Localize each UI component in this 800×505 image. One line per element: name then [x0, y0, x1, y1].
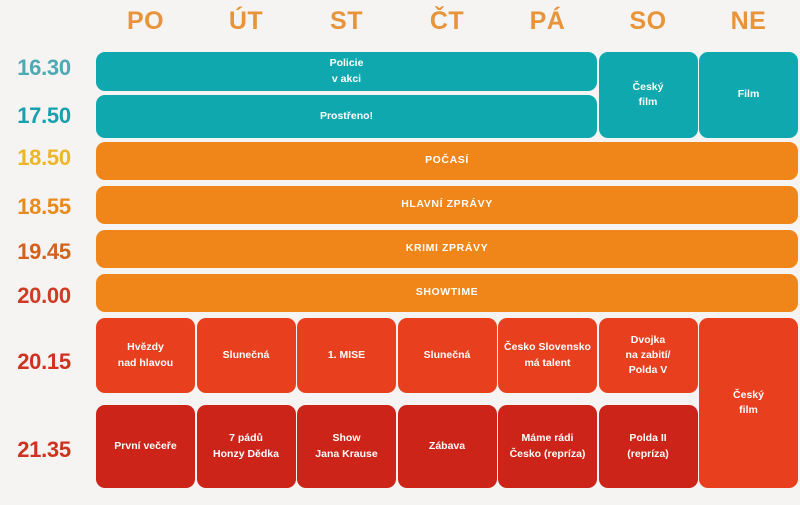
program-cell-prvni-vecere[interactable]: První večeře [96, 405, 195, 488]
program-title: Česko Slovensko má talent [504, 341, 591, 369]
program-cell-showtime[interactable]: SHOWTIME [96, 274, 798, 312]
day-header-ct[interactable]: ČT [429, 7, 465, 35]
program-cell-pocasi[interactable]: POČASÍ [96, 142, 798, 180]
program-cell-show-jana-krause[interactable]: Show Jana Krause [297, 405, 396, 488]
program-cell-mame-radi-cesko-repriza[interactable]: Máme rádi Česko (repríza) [498, 405, 597, 488]
time-label-t2015: 20.15 [17, 349, 71, 374]
program-title: 7 pádů Honzy Dědka [213, 432, 279, 460]
program-title: Policie v akci [329, 57, 364, 85]
program-cell-slunecna-ut[interactable]: Slunečná [196, 318, 296, 393]
day-header-ut[interactable]: ÚT [228, 7, 264, 35]
time-label-t1750: 17.50 [17, 103, 71, 128]
program-title: HLAVNÍ ZPRÁVY [401, 198, 493, 211]
program-title: Show Jana Krause [315, 432, 378, 460]
time-label-t1850: 18.50 [17, 145, 71, 170]
program-title: Film [737, 88, 760, 101]
time-label-t2135: 21.35 [17, 437, 71, 462]
program-cell-slunecna-ct[interactable]: Slunečná [397, 318, 497, 393]
program-cell-cesky-film-ne-vecer[interactable]: Český film [699, 318, 798, 488]
program-title: Máme rádi Česko (repríza) [509, 432, 586, 460]
program-cell-prostreno[interactable]: Prostřeno! [96, 95, 597, 138]
program-title: KRIMI ZPRÁVY [405, 242, 489, 255]
program-title: POČASÍ [425, 154, 469, 167]
day-header-row: PO ÚT ST ČT PÁ SO NE [96, 0, 796, 42]
program-cell-zabava[interactable]: Zábava [397, 405, 497, 488]
program-title: SHOWTIME [415, 286, 479, 299]
program-title: První večeře [114, 439, 177, 452]
program-title: Polda II (repríza) [627, 432, 669, 460]
program-title: Český film [733, 388, 764, 416]
program-cell-7-padu-honzy-dedka[interactable]: 7 pádů Honzy Dědka [196, 405, 296, 488]
program-title: Prostřeno! [319, 109, 374, 122]
day-header-po[interactable]: PO [126, 7, 165, 35]
day-header-pa[interactable]: PÁ [529, 7, 566, 35]
program-title: Slunečná [423, 348, 471, 361]
day-header-ne[interactable]: NE [730, 7, 767, 35]
program-cell-polda-ii-repriza[interactable]: Polda II (repríza) [598, 405, 698, 488]
day-header-so[interactable]: SO [629, 7, 667, 35]
program-title: Slunečná [222, 348, 270, 361]
program-title: Zábava [428, 439, 466, 452]
program-cell-cesko-slovensko-ma-talent[interactable]: Česko Slovensko má talent [498, 318, 597, 393]
day-header-st[interactable]: ST [330, 7, 363, 35]
program-cell-dvojka-na-zabiti-polda-v[interactable]: Dvojka na zabití/ Polda V [598, 318, 698, 393]
program-title: 1. MISE [327, 348, 366, 361]
program-title: Dvojka na zabití/ Polda V [625, 333, 671, 377]
program-cell-krimi-zpravy[interactable]: KRIMI ZPRÁVY [96, 230, 798, 268]
program-cell-prvni-mise[interactable]: 1. MISE [297, 318, 396, 393]
program-cell-hvezdy-nad-hlavou[interactable]: Hvězdy nad hlavou [96, 318, 195, 393]
program-title: Hvězdy nad hlavou [117, 341, 174, 369]
program-cell-hlavni-zpravy[interactable]: HLAVNÍ ZPRÁVY [96, 186, 798, 224]
program-cell-policie-v-akci[interactable]: Policie v akci [96, 52, 597, 91]
program-cell-cesky-film-so-odpoledne[interactable]: Český film [598, 52, 698, 138]
time-label-t1630: 16.30 [17, 55, 71, 80]
time-label-t2000: 20.00 [17, 283, 71, 308]
time-label-t1855: 18.55 [17, 194, 71, 219]
program-cell-film-ne-odpoledne[interactable]: Film [699, 52, 798, 138]
program-title: Český film [632, 80, 664, 108]
time-label-t1945: 19.45 [17, 239, 71, 264]
